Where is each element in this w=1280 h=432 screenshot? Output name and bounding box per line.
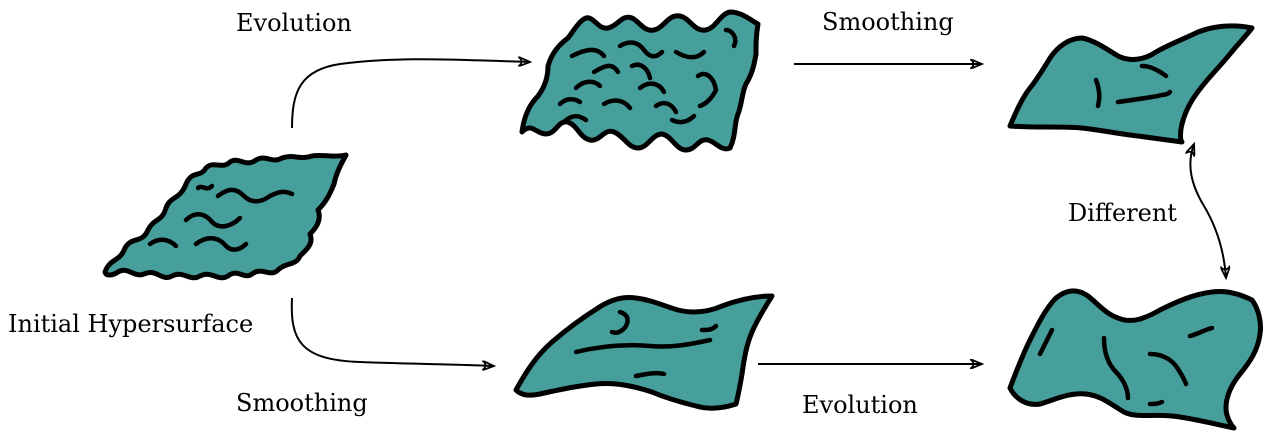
label-smoothing-bottom: Smoothing (236, 389, 368, 417)
label-initial-hypersurface: Initial Hypersurface (8, 310, 253, 338)
initial-surface (105, 155, 346, 278)
label-evolution-top: Evolution (236, 9, 352, 37)
double-arrow (1190, 144, 1226, 278)
smoothed-then-evolved-surface (1010, 291, 1261, 428)
smoothed-surface (516, 296, 772, 408)
evolved-surface (522, 12, 758, 150)
label-evolution-bottom: Evolution (802, 391, 918, 419)
evolved-then-smoothed-surface (1010, 26, 1252, 142)
label-different: Different (1068, 199, 1177, 227)
label-smoothing-top: Smoothing (822, 8, 954, 36)
curved-arrow-bottom (292, 298, 494, 366)
curved-arrow-top (292, 59, 530, 128)
